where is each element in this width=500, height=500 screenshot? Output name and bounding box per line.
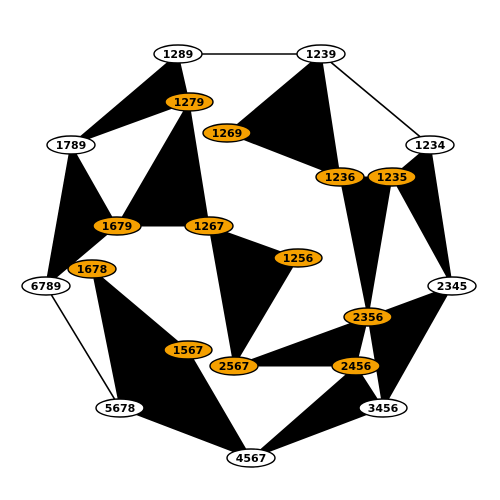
node-ellipse bbox=[226, 448, 276, 468]
node-ellipse bbox=[184, 216, 234, 236]
node-label: 2567 bbox=[219, 360, 250, 373]
node-3456: 3456 bbox=[358, 398, 408, 418]
node-label: 1239 bbox=[306, 48, 337, 61]
node-label: 1234 bbox=[415, 139, 446, 152]
node-2356: 2356 bbox=[343, 307, 393, 327]
node-label: 1678 bbox=[77, 263, 108, 276]
node-ellipse bbox=[95, 398, 145, 418]
node-2567: 2567 bbox=[209, 356, 259, 376]
node-ellipse bbox=[367, 167, 417, 187]
triangle-1678-5678-1567 bbox=[91, 267, 189, 409]
node-label: 1235 bbox=[377, 171, 408, 184]
node-1256: 1256 bbox=[273, 248, 323, 268]
node-label: 2456 bbox=[341, 360, 372, 373]
triangle-1279-1679-1267 bbox=[116, 100, 210, 227]
triangle-1234-2345-1235 bbox=[391, 144, 453, 287]
node-ellipse bbox=[358, 398, 408, 418]
node-1289: 1289 bbox=[153, 44, 203, 64]
edge-2345-3456 bbox=[382, 285, 453, 409]
node-label: 1679 bbox=[102, 220, 133, 233]
node-1678: 1678 bbox=[67, 259, 117, 279]
node-label: 1789 bbox=[56, 139, 87, 152]
node-label: 1236 bbox=[325, 171, 356, 184]
node-label: 5678 bbox=[105, 402, 136, 415]
node-label: 1267 bbox=[194, 220, 225, 233]
node-1235: 1235 bbox=[367, 167, 417, 187]
node-label: 1256 bbox=[283, 252, 314, 265]
node-label: 1269 bbox=[212, 127, 243, 140]
edge-6789-1789 bbox=[45, 144, 72, 287]
triangle-1267-2567-1256 bbox=[208, 225, 299, 368]
node-1789: 1789 bbox=[46, 135, 96, 155]
node-ellipse bbox=[405, 135, 455, 155]
node-5678: 5678 bbox=[95, 398, 145, 418]
node-ellipse bbox=[331, 356, 381, 376]
node-1236: 1236 bbox=[315, 167, 365, 187]
node-ellipse bbox=[92, 216, 142, 236]
node-1279: 1279 bbox=[164, 92, 214, 112]
node-ellipse bbox=[46, 135, 96, 155]
edge-1789-1289 bbox=[70, 53, 179, 146]
triangle-2567-2456-2356 bbox=[233, 316, 369, 367]
node-ellipse bbox=[343, 307, 393, 327]
node-6789: 6789 bbox=[21, 276, 71, 296]
node-label: 1289 bbox=[163, 48, 194, 61]
node-1234: 1234 bbox=[405, 135, 455, 155]
triangle-1239-1269-1236 bbox=[226, 53, 341, 178]
node-1567: 1567 bbox=[163, 340, 213, 360]
edge-3456-4567 bbox=[250, 407, 384, 459]
node-label: 3456 bbox=[368, 402, 399, 415]
node-label: 6789 bbox=[31, 280, 62, 293]
node-1267: 1267 bbox=[184, 216, 234, 236]
node-ellipse bbox=[273, 248, 323, 268]
node-ellipse bbox=[67, 259, 117, 279]
edge-4567-5678 bbox=[119, 407, 252, 459]
edge-1239-1234 bbox=[320, 53, 431, 146]
triangle-2345-3456-2356 bbox=[367, 285, 454, 410]
node-2345: 2345 bbox=[427, 276, 477, 296]
node-1239: 1239 bbox=[296, 44, 346, 64]
node-ellipse bbox=[202, 123, 252, 143]
node-2456: 2456 bbox=[331, 356, 381, 376]
triangle-1236-1235-2356 bbox=[339, 176, 393, 318]
nodes-layer: 1289 1239 1789 1234 6789 2345 5678 3456 4567 1279… bbox=[21, 44, 477, 468]
node-ellipse bbox=[209, 356, 259, 376]
node-1269: 1269 bbox=[202, 123, 252, 143]
node-1679: 1679 bbox=[92, 216, 142, 236]
node-ellipse bbox=[427, 276, 477, 296]
node-4567: 4567 bbox=[226, 448, 276, 468]
node-ellipse bbox=[164, 92, 214, 112]
node-label: 2345 bbox=[437, 280, 468, 293]
node-label: 1567 bbox=[173, 344, 204, 357]
edge-1234-2345 bbox=[429, 144, 453, 287]
edge-5678-6789 bbox=[45, 285, 121, 409]
node-ellipse bbox=[296, 44, 346, 64]
node-label: 1279 bbox=[174, 96, 205, 109]
node-ellipse bbox=[153, 44, 203, 64]
node-ellipse bbox=[315, 167, 365, 187]
node-label: 4567 bbox=[236, 452, 267, 465]
node-label: 2356 bbox=[353, 311, 384, 324]
node-ellipse bbox=[163, 340, 213, 360]
node-ellipse bbox=[21, 276, 71, 296]
